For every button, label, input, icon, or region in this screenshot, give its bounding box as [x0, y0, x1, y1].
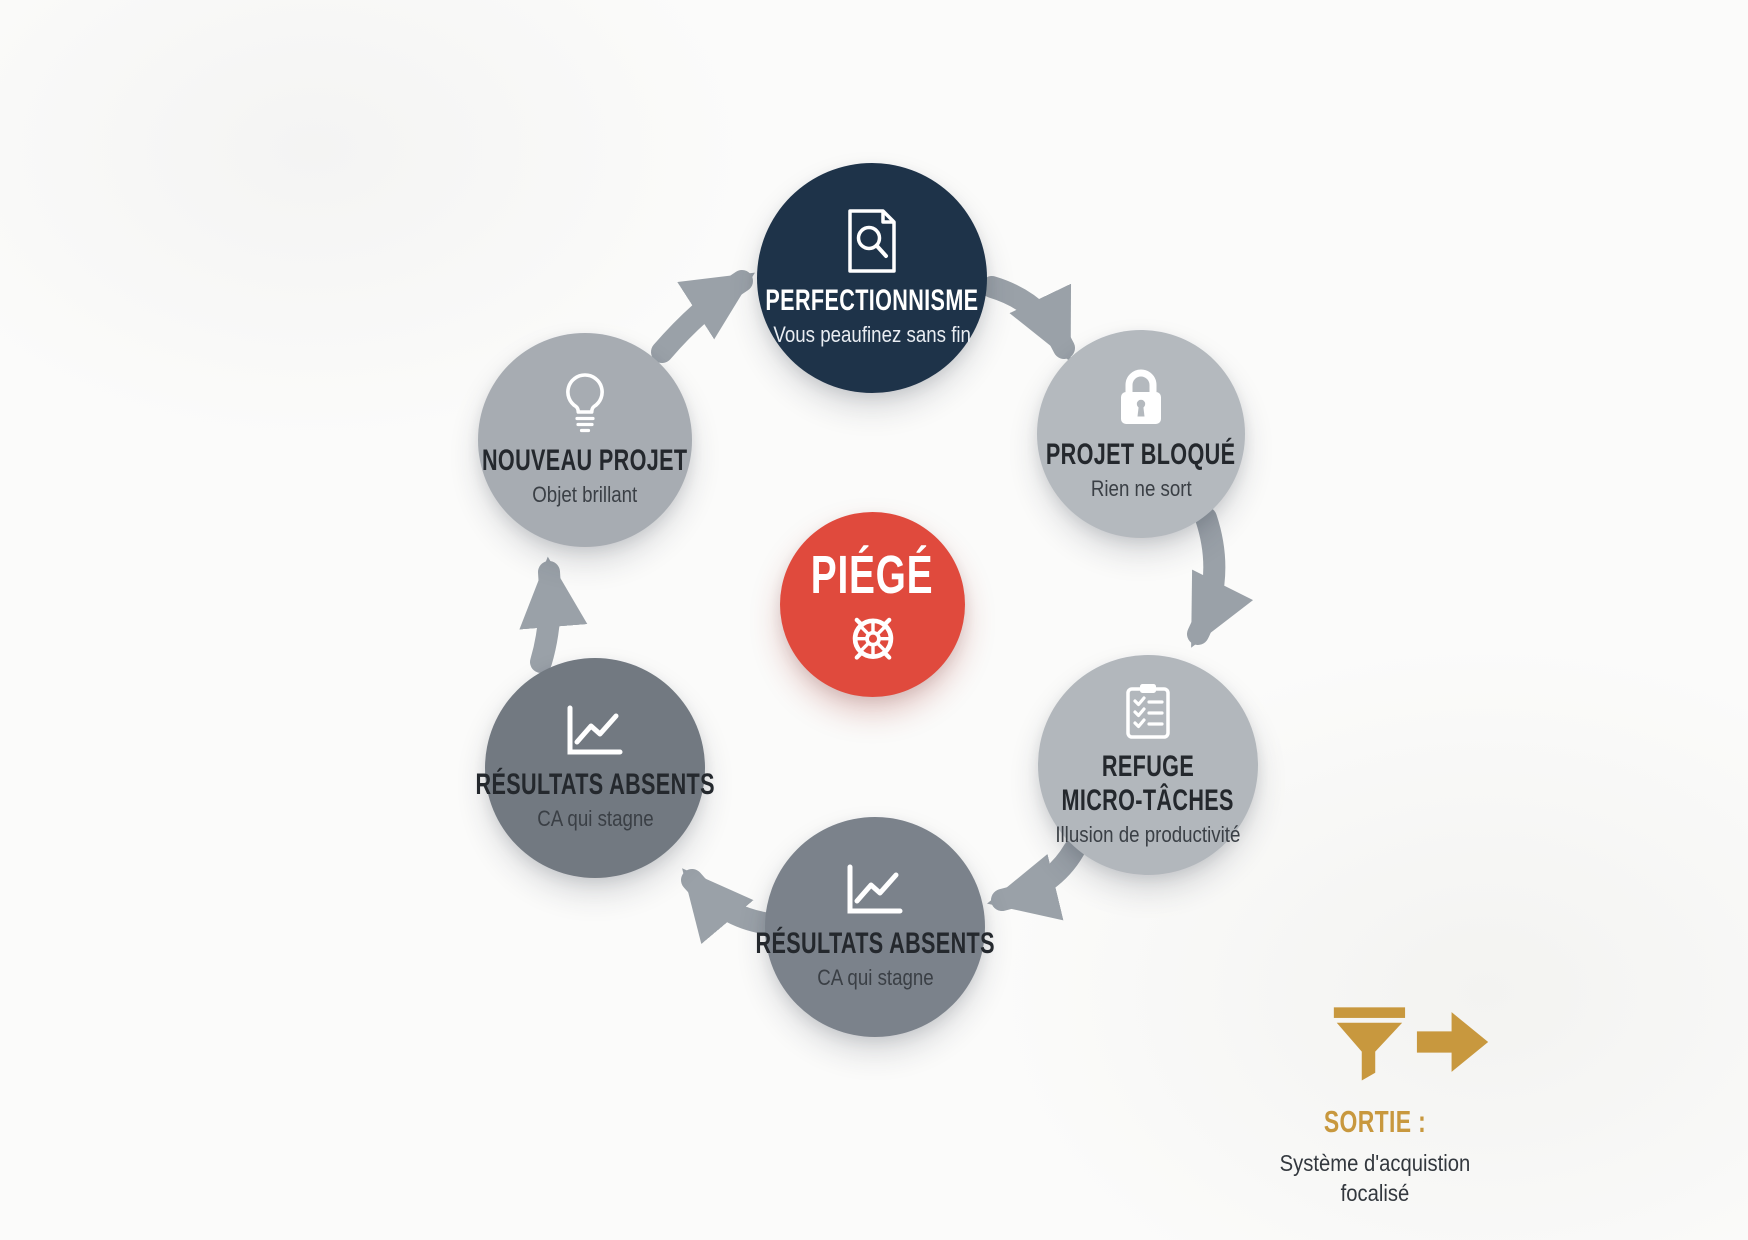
exit-line2: focalisé — [1340, 1180, 1410, 1207]
node-title-line2: MICRO-TÂCHES — [1061, 783, 1235, 817]
node-subtitle: Rien ne sort — [1090, 476, 1192, 502]
node-nouveau-projet: NOUVEAU PROJET Objet brillant — [478, 333, 692, 547]
node-title: RÉSULTATS ABSENTS — [475, 767, 715, 801]
line-chart-icon — [847, 864, 903, 914]
lock-icon — [1121, 369, 1161, 424]
node-subtitle: Illusion de productivité — [1055, 822, 1241, 848]
center-label: PIÉGÉ — [811, 544, 934, 605]
arrow-resultats-bas-to-gauche — [681, 868, 781, 945]
node-title-line1: REFUGE — [1101, 749, 1195, 783]
node-projet-bloque: PROJET BLOQUÉ Rien ne sort — [1037, 330, 1245, 538]
node-title: RÉSULTATS ABSENTS — [755, 926, 995, 960]
wheel-icon — [852, 617, 893, 660]
line-chart-icon — [567, 705, 623, 755]
arrow-refuge-to-resultats-bas — [987, 839, 1085, 921]
checklist-icon — [1126, 683, 1170, 739]
node-title: PERFECTIONNISME — [765, 283, 979, 317]
node-subtitle: CA qui stagne — [536, 806, 654, 832]
arrow-perfectionnisme-to-bloque — [981, 276, 1075, 362]
arrow-right-icon — [1416, 1012, 1489, 1072]
node-piege-center: PIÉGÉ — [780, 512, 965, 697]
arrow-bloque-to-refuge — [1187, 507, 1254, 648]
node-subtitle: Objet brillant — [532, 482, 638, 508]
node-subtitle: CA qui stagne — [816, 965, 934, 991]
node-perfectionnisme: PERFECTIONNISME Vous peaufinez sans fin — [757, 163, 987, 393]
node-title: PROJET BLOQUÉ — [1046, 437, 1236, 471]
exit-block: SORTIE : Système d'acquistion focalisé — [1260, 1000, 1490, 1209]
arrow-gauche-to-nouveau — [519, 556, 588, 673]
funnel-icon — [1333, 1007, 1406, 1081]
node-refuge-micro-taches: REFUGE MICRO-TÂCHES Illusion de producti… — [1038, 655, 1258, 875]
arrow-nouveau-to-perfectionnisme — [651, 270, 755, 363]
node-resultats-absents-gauche: RÉSULTATS ABSENTS CA qui stagne — [475, 658, 714, 878]
exit-icons — [1330, 1000, 1490, 1084]
node-subtitle: Vous peaufinez sans fin — [773, 322, 971, 348]
exit-line1: Système d'acquistion — [1279, 1150, 1471, 1176]
lightbulb-icon — [566, 372, 604, 432]
node-resultats-absents-bas: RÉSULTATS ABSENTS CA qui stagne — [755, 817, 994, 1037]
document-search-icon — [848, 208, 896, 273]
exit-title: SORTIE : — [1323, 1104, 1427, 1139]
node-title: NOUVEAU PROJET — [482, 443, 688, 477]
